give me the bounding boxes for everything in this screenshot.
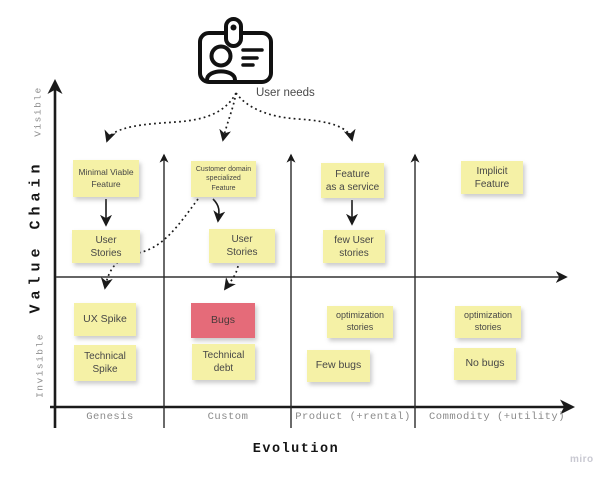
value-chain-axis-title: Value Chain [27,159,45,314]
stage-label-genesis: Genesis [86,411,134,423]
note-customer-domain-feature[interactable]: Customer domain specialized Feature [191,161,256,197]
note-ux-spike[interactable]: UX Spike [74,303,136,336]
note-user-stories-custom[interactable]: User Stories [209,229,275,263]
note-feature-as-a-service[interactable]: Feature as a service [321,163,384,198]
note-user-stories-genesis[interactable]: User Stories [72,230,140,263]
visible-label: Visible [32,86,44,137]
connector-cdf-uxspike [100,198,199,290]
miro-watermark: miro [570,454,594,465]
connector-userneeds-mvf [104,92,237,143]
note-technical-debt[interactable]: Technical debt [192,344,255,380]
evolution-axis-title: Evolution [252,442,340,457]
note-optimization-stories-product[interactable]: optimization stories [327,306,393,338]
note-implicit-feature[interactable]: Implicit Feature [461,161,523,194]
note-minimal-viable-feature[interactable]: Minimal Viable Feature [73,160,139,197]
user-needs-label: User needs [256,87,315,99]
id-badge-icon[interactable] [198,17,273,84]
connector-cdf-userstories [212,198,226,223]
invisible-label: Invisible [34,333,46,398]
note-optimization-stories-commodity[interactable]: optimization stories [455,306,521,338]
note-few-user-stories[interactable]: few User stories [323,230,385,263]
note-few-bugs[interactable]: Few bugs [307,350,370,382]
note-bugs[interactable]: Bugs [191,303,255,338]
stage-label-commodity: Commodity (+utility) [428,411,566,423]
connector-userneeds-faas [235,92,356,142]
stage-label-custom: Custom [207,411,249,423]
connector-userneeds-cdf [219,92,237,142]
note-no-bugs[interactable]: No bugs [454,348,516,380]
note-technical-spike[interactable]: Technical Spike [74,345,136,381]
stage-label-product: Product (+rental) [295,411,411,423]
